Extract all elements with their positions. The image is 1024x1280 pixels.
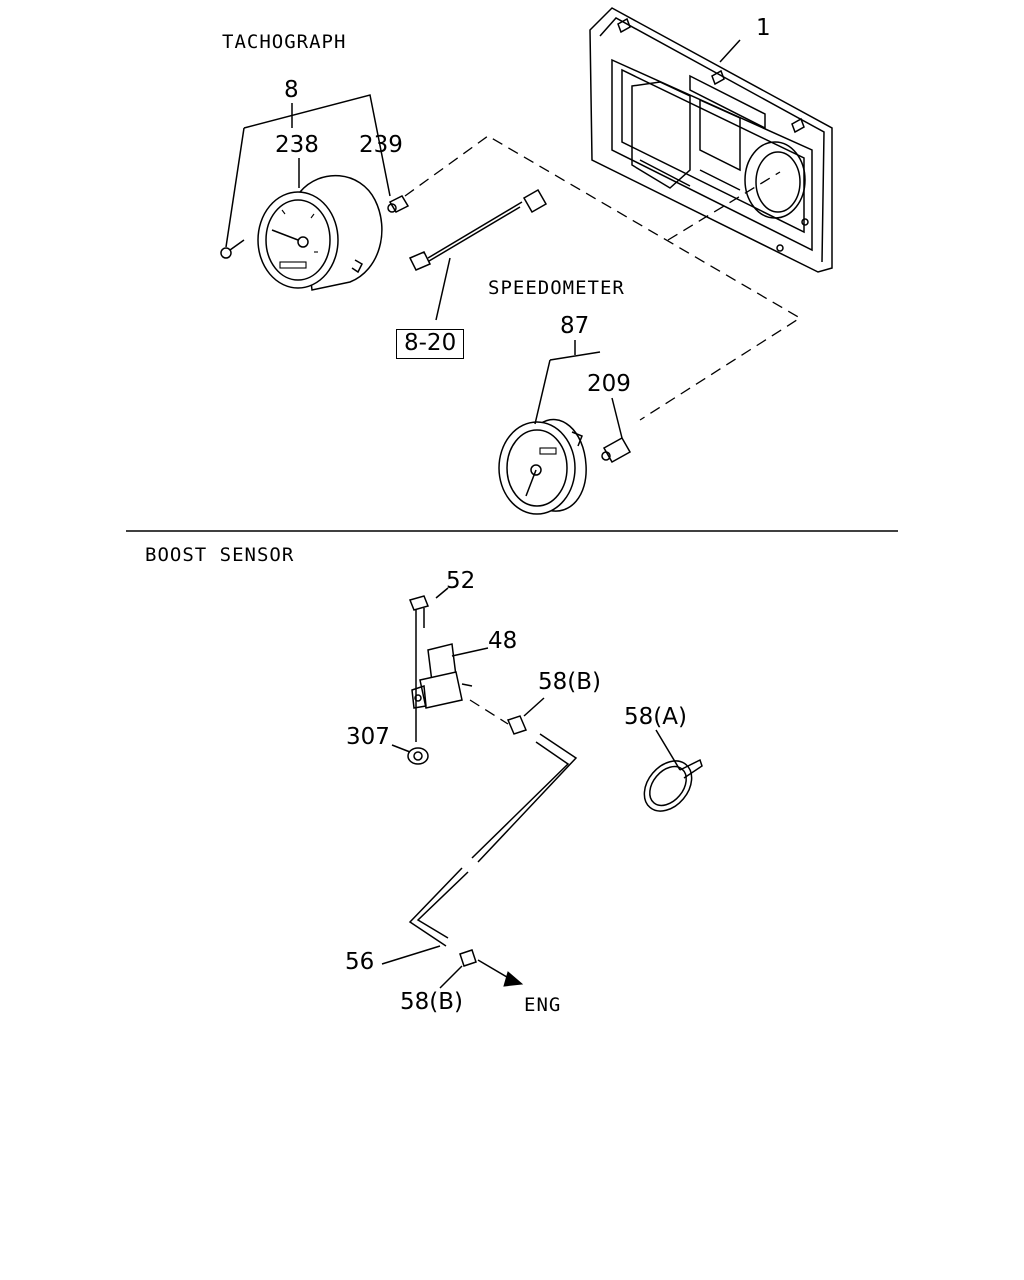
speedometer-gauge xyxy=(498,340,632,515)
tachograph-gauge xyxy=(220,174,383,291)
cluster-assembly-line xyxy=(667,171,781,241)
callout-58b-top: 58(B) xyxy=(538,669,601,695)
hose-band-58a xyxy=(643,729,703,812)
callout-238: 238 xyxy=(275,132,319,158)
boost-assembly-line xyxy=(469,699,509,725)
callout-87: 87 xyxy=(560,313,590,339)
callout-239: 239 xyxy=(359,132,403,158)
label-eng: ENG xyxy=(524,994,562,1016)
section-title-boost-sensor: BOOST SENSOR xyxy=(145,544,295,566)
nut-307 xyxy=(391,744,429,765)
boost-sensor-48 xyxy=(411,643,489,709)
callout-307: 307 xyxy=(346,724,390,750)
sensor-cable-8-20 xyxy=(408,188,548,271)
callout-56: 56 xyxy=(345,949,375,975)
callout-58a: 58(A) xyxy=(624,704,687,730)
callout-58b-bottom: 58(B) xyxy=(400,989,463,1015)
bolt-52 xyxy=(408,587,449,628)
callout-8-20-reference: 8-20 xyxy=(396,329,465,359)
tachograph-assembly-line xyxy=(404,135,802,421)
vacuum-hose-56 xyxy=(381,733,578,965)
callout-48: 48 xyxy=(488,628,518,654)
instrument-cluster-housing xyxy=(589,7,833,273)
section-title-tachograph: TACHOGRAPH xyxy=(222,31,347,53)
hose-clip-58b-top xyxy=(506,697,545,735)
hose-clip-58b-bottom xyxy=(439,949,524,989)
tachograph-leaders xyxy=(225,39,741,321)
section-title-speedometer: SPEEDOMETER xyxy=(488,277,625,299)
tachograph-connector-239 xyxy=(387,195,410,213)
callout-8: 8 xyxy=(284,77,299,103)
callout-1: 1 xyxy=(756,15,771,41)
callout-209: 209 xyxy=(587,371,631,397)
callout-52: 52 xyxy=(446,568,476,594)
